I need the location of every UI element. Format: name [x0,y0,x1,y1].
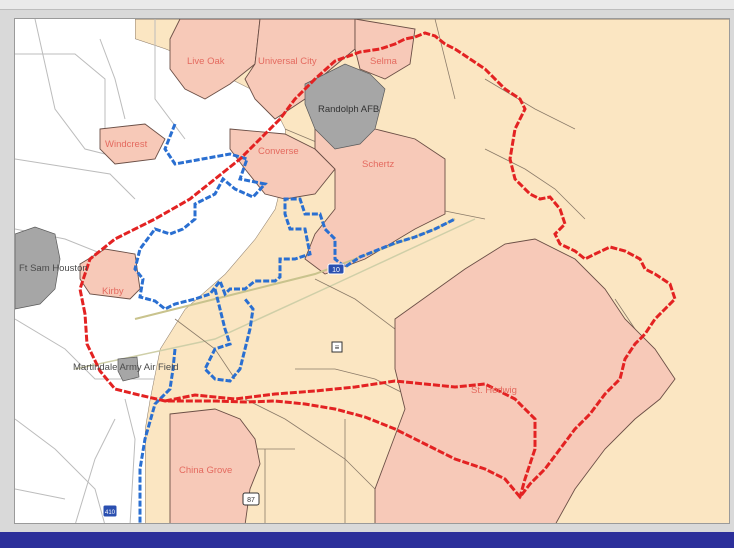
label-st-hedwig: St. Hedwig [471,385,517,396]
label-selma: Selma [370,56,398,67]
shield-us87: 87 [242,492,260,506]
schertz-area [304,113,446,275]
highway-diagonal [74,218,476,370]
china-grove-area [169,408,261,523]
shield-i10: 10 [327,263,345,275]
selma-area [354,19,416,80]
shield-i10-label: 10 [332,267,340,274]
shield-box: ≡ [331,341,343,353]
shield-i410-label: 410 [105,510,116,516]
city-regions [79,19,676,523]
label-kirby: Kirby [102,286,124,297]
randolph-afb-area [304,63,386,150]
red-boundary-inner [164,379,537,498]
top-strip [0,0,734,10]
label-ft-sam-houston: Ft Sam Houston [19,263,88,274]
label-windcrest: Windcrest [105,139,148,150]
label-martindale: Martindale Army Air Field [73,362,179,373]
bottom-bar [0,532,734,548]
ft-sam-houston-area [15,226,61,310]
blue-boundary[interactable] [133,123,456,524]
map-canvas[interactable]: 10 ≡ 87 410 Live Oak Universal City Selm… [14,18,730,524]
label-schertz: Schertz [362,159,394,170]
windcrest-area [99,123,166,165]
label-live-oak: Live Oak [187,56,225,67]
st-hedwig-area [374,238,676,523]
gray-areas [15,63,386,382]
label-china-grove: China Grove [179,465,232,476]
map-svg: 10 ≡ 87 410 Live Oak Universal City Selm… [15,19,729,524]
red-boundary[interactable] [78,31,677,500]
label-converse: Converse [258,146,299,157]
shield-us87-label: 87 [247,497,255,504]
label-universal-city: Universal City [258,56,317,67]
shield-box-label: ≡ [335,343,340,352]
label-randolph-afb: Randolph AFB [318,104,379,115]
map-labels: Live Oak Universal City Selma Randolph A… [19,56,517,476]
martindale-area [117,356,140,382]
shield-i410: 410 [102,504,118,518]
